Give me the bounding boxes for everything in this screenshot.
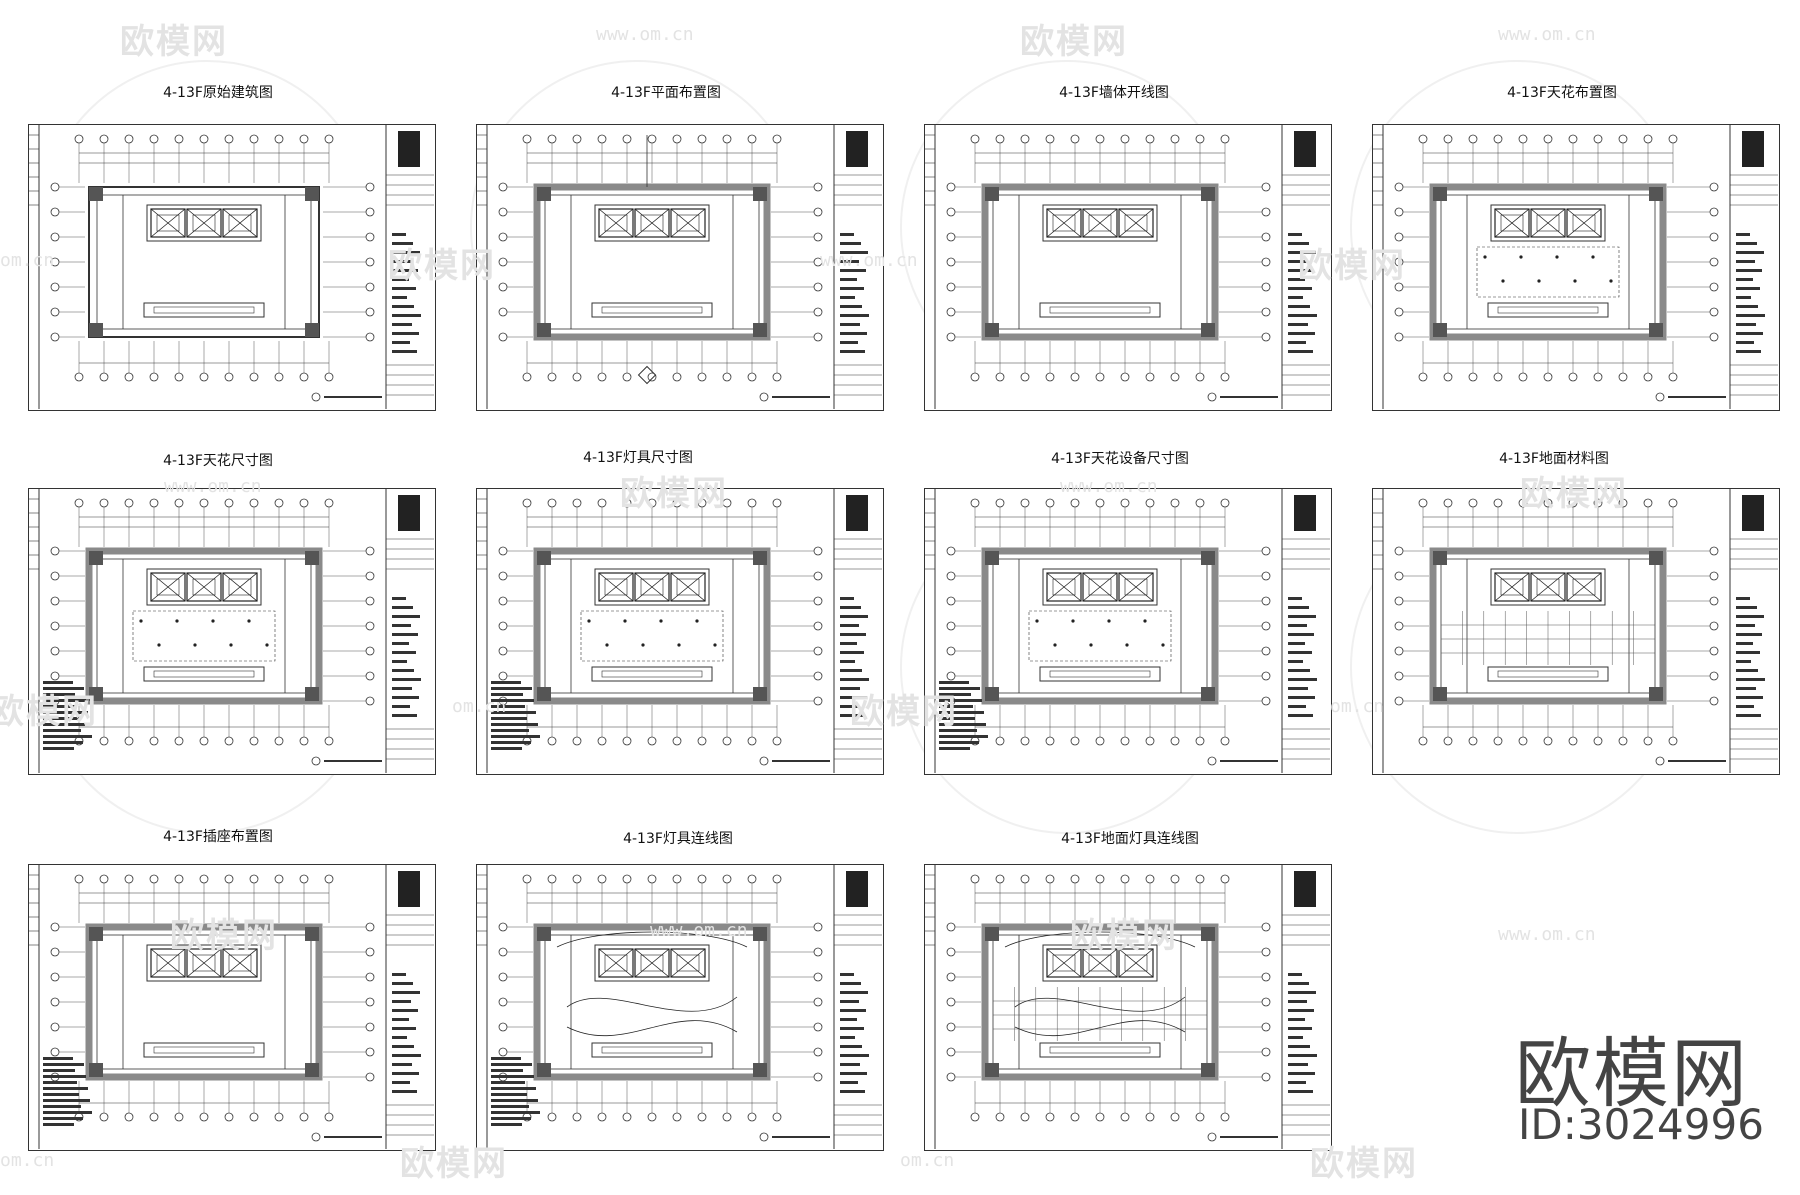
sheet-title: 4-13F天花布置图 [1507,85,1617,101]
drawing-sheet [476,488,884,775]
floor-plan-drawing [29,865,434,1149]
drawing-sheet [1372,488,1780,775]
drawing-sheet [924,488,1332,775]
drawing-sheet [1372,124,1780,411]
sheet-title: 4-13F插座布置图 [163,829,273,845]
drawing-sheet [28,488,436,775]
sheet-title: 4-13F灯具连线图 [623,831,733,847]
floor-plan-drawing [1373,489,1778,773]
sheet-title: 4-13F平面布置图 [611,85,721,101]
floor-plan-drawing [29,489,434,773]
watermark-url: www.om.cn [1498,924,1596,945]
floor-plan-drawing [477,489,882,773]
sheet-title: 4-13F地面材料图 [1499,451,1609,467]
floor-plan-drawing [925,865,1330,1149]
watermark-url: om.cn [900,1150,955,1171]
watermark-url: om.cn [0,1150,55,1171]
floor-plan-drawing [1373,125,1778,409]
watermark-url: www.om.cn [1498,24,1596,45]
sheet-title: 4-13F原始建筑图 [163,85,273,101]
brand-name: 欧模网 [1515,1029,1749,1118]
sheet-title: 4-13F天花设备尺寸图 [1051,451,1189,467]
floor-plan-drawing [477,125,882,409]
watermark-logo: 欧模网 [120,22,228,62]
sheet-title: 4-13F地面灯具连线图 [1061,831,1199,847]
floor-plan-drawing [925,125,1330,409]
floor-plan-drawing [925,489,1330,773]
drawing-sheet [476,124,884,411]
drawing-sheet [28,864,436,1151]
floor-plan-drawing [29,125,434,409]
sheet-title: 4-13F灯具尺寸图 [583,450,693,466]
sheet-title: 4-13F墙体开线图 [1059,85,1169,101]
drawing-sheet [28,124,436,411]
drawing-sheet [924,124,1332,411]
watermark-url: www.om.cn [596,24,694,45]
drawing-sheet [476,864,884,1151]
drawing-sheet [924,864,1332,1151]
brand-id: ID:3024996 [1518,1100,1764,1149]
sheet-title: 4-13F天花尺寸图 [163,453,273,469]
watermark-logo: 欧模网 [1020,22,1128,62]
floor-plan-drawing [477,865,882,1149]
